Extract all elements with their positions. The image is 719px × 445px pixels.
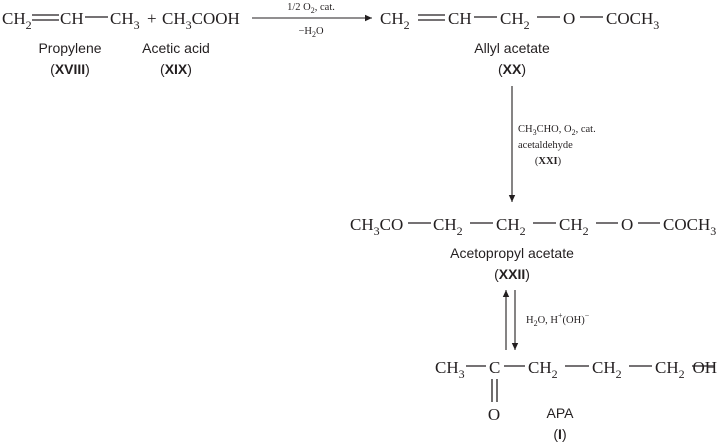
conditions-acetaldehyde-label: acetaldehyde <box>518 140 573 151</box>
propylene-name: Propylene <box>38 40 101 56</box>
svg-text:CH2: CH2 <box>496 215 526 238</box>
propylene-formula: CH2 CH CH3 <box>2 9 140 32</box>
apa-formula: CH3 C CH2 CH2 CH2 OH O <box>435 358 717 424</box>
svg-text:CH3: CH3 <box>435 358 465 381</box>
acetopropyl-acetate-formula: CH3CO CH2 CH2 CH2 O COCH3 <box>350 215 716 238</box>
svg-text:CH2: CH2 <box>592 358 622 381</box>
conditions-hydrolysis: H2O, H+(OH)− <box>526 311 590 328</box>
svg-text:CH2: CH2 <box>380 9 410 32</box>
acetic-acid-formula: CH3COOH <box>162 9 240 32</box>
carbonyl-oxygen: O <box>488 405 500 424</box>
allyl-acetate-formula: CH2 CH CH2 O COCH3 <box>380 9 659 32</box>
conditions-acetaldehyde-oxidation: CH3CHO, O2, cat. <box>518 124 596 137</box>
svg-text:CH2: CH2 <box>559 215 589 238</box>
plus-sign: + <box>147 9 157 28</box>
svg-text:CH2: CH2 <box>433 215 463 238</box>
svg-text:CH: CH <box>60 9 84 28</box>
svg-text:OH: OH <box>692 358 717 377</box>
svg-text:CH2: CH2 <box>2 9 32 32</box>
acetic-acid-name: Acetic acid <box>142 40 210 56</box>
svg-text:CH2: CH2 <box>528 358 558 381</box>
svg-text:CH: CH <box>448 9 472 28</box>
svg-text:CH2: CH2 <box>500 9 530 32</box>
svg-text:O: O <box>563 9 575 28</box>
apa-id: (I) <box>553 426 566 442</box>
conditions-acetaldehyde-id: (XXI) <box>535 156 562 167</box>
propylene-id: (XVIII) <box>50 61 90 77</box>
svg-text:O: O <box>621 215 633 234</box>
acetic-acid-id: (XIX) <box>160 61 192 77</box>
svg-text:CH3COOH: CH3COOH <box>162 9 240 32</box>
svg-text:C: C <box>489 358 500 377</box>
allyl-acetate-name: Allyl acetate <box>474 40 550 56</box>
svg-text:CH2: CH2 <box>655 358 685 381</box>
svg-text:COCH3: COCH3 <box>663 215 716 238</box>
apa-name: APA <box>547 405 575 421</box>
acetopropyl-acetate-name: Acetopropyl acetate <box>450 245 574 261</box>
svg-text:CH3: CH3 <box>110 9 140 32</box>
svg-text:COCH3: COCH3 <box>606 9 659 32</box>
conditions-oxygen-catalyst: 1/2 O2, cat. <box>287 2 335 15</box>
svg-text:CH3CO: CH3CO <box>350 215 403 238</box>
acetopropyl-acetate-id: (XXII) <box>494 266 530 282</box>
conditions-water-removal: −H2O <box>298 26 324 39</box>
allyl-acetate-id: (XX) <box>498 61 526 77</box>
